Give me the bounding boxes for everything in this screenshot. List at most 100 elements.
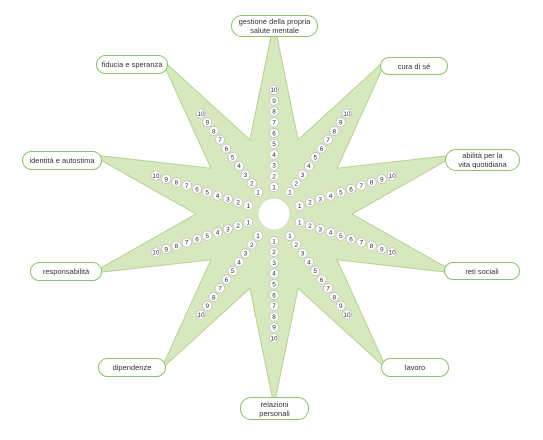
scale-dot[interactable] [269,257,279,268]
scale-dot[interactable] [303,257,314,267]
scale-dot[interactable] [269,117,279,128]
scale-dot[interactable] [291,239,302,250]
scale-dot[interactable] [297,169,308,180]
scale-dot[interactable] [294,200,305,211]
scale-dot[interactable] [196,309,206,320]
scale-dot[interactable] [234,160,244,171]
scale-dot[interactable] [346,234,356,244]
scale-dot[interactable] [221,143,232,154]
scale-dot[interactable] [208,126,219,136]
scale-dot[interactable] [269,182,279,192]
scale-dot[interactable] [215,134,225,145]
scale-dot[interactable] [291,178,302,189]
scale-dot[interactable] [221,274,232,285]
scale-dot[interactable] [269,322,279,333]
scale-dot[interactable] [329,292,340,302]
scale-dot[interactable] [233,197,243,208]
scale-dot[interactable] [150,247,161,258]
scale-dot[interactable] [212,190,223,201]
scale-dot[interactable] [246,178,257,189]
scale-dot[interactable] [310,265,321,276]
scale-dot[interactable] [196,108,206,119]
scale-dot[interactable] [253,230,263,241]
scale-dot[interactable] [269,84,279,95]
scale-dot[interactable] [335,117,346,128]
scale-dot[interactable] [269,311,279,322]
scale-dot[interactable] [269,160,279,171]
scale-dot[interactable] [253,187,263,198]
scale-dot[interactable] [297,248,308,259]
scale-dot[interactable] [227,152,238,163]
scale-dot[interactable] [315,224,326,234]
scale-dot[interactable] [323,134,333,145]
scale-dot[interactable] [325,227,336,238]
scale-dot[interactable] [240,248,251,259]
scale-dot[interactable] [269,128,279,138]
scale-dot[interactable] [376,174,387,184]
scale-dot[interactable] [269,171,279,182]
scale-dot[interactable] [387,170,397,181]
scale-dot[interactable] [335,230,346,241]
scale-dot[interactable] [246,239,257,250]
scale-dot[interactable] [366,177,377,188]
scale-dot[interactable] [269,268,279,279]
scale-dot[interactable] [303,160,314,171]
scale-dot[interactable] [387,247,397,258]
scale-dot[interactable] [150,170,161,181]
scale-dot[interactable] [366,240,377,251]
scale-dot[interactable] [243,200,254,211]
scale-dot[interactable] [269,138,279,149]
scale-dot[interactable] [356,180,367,191]
scale-dot[interactable] [192,234,202,244]
scale-dot[interactable] [202,230,213,241]
scale-dot[interactable] [234,257,244,267]
scale-dot[interactable] [316,274,327,285]
scale-dot[interactable] [161,174,172,184]
scale-dot[interactable] [215,283,225,294]
scale-dot[interactable] [233,220,243,231]
scale-dot[interactable] [212,227,223,238]
scale-dot[interactable] [269,106,279,117]
scale-dot[interactable] [240,169,251,180]
scale-dot[interactable] [294,217,305,228]
scale-dot[interactable] [335,187,346,198]
scale-dot[interactable] [202,300,213,311]
scale-dot[interactable] [325,190,336,201]
scale-dot[interactable] [269,300,279,311]
scale-dot[interactable] [171,240,182,251]
scale-dot[interactable] [329,126,340,136]
scale-dot[interactable] [208,292,219,302]
scale-dot[interactable] [376,244,387,254]
scale-dot[interactable] [304,197,315,208]
scale-dot[interactable] [202,187,213,198]
scale-dot[interactable] [171,177,182,188]
scale-dot[interactable] [269,279,279,290]
scale-dot[interactable] [181,237,192,248]
scale-dot[interactable] [269,95,279,106]
scale-dot[interactable] [346,184,356,194]
scale-dot[interactable] [161,244,172,254]
scale-dot[interactable] [315,194,326,204]
scale-dot[interactable] [304,220,315,231]
scale-dot[interactable] [342,108,352,119]
scale-dot[interactable] [222,194,233,204]
scale-dot[interactable] [356,237,367,248]
scale-dot[interactable] [269,333,279,344]
scale-dot[interactable] [269,246,279,257]
scale-dot[interactable] [335,300,346,311]
scale-dot[interactable] [222,224,233,234]
scale-dot[interactable] [269,290,279,300]
scale-dot[interactable] [269,149,279,160]
scale-dot[interactable] [310,152,321,163]
scale-dot[interactable] [269,236,279,246]
scale-dot[interactable] [342,309,352,320]
scale-dot[interactable] [181,180,192,191]
scale-dot[interactable] [202,117,213,128]
scale-dot[interactable] [323,283,333,294]
scale-dot[interactable] [192,184,202,194]
scale-dot[interactable] [243,217,254,228]
scale-dot[interactable] [316,143,327,154]
scale-dot[interactable] [227,265,238,276]
scale-dot[interactable] [284,230,295,241]
scale-dot[interactable] [284,187,295,198]
